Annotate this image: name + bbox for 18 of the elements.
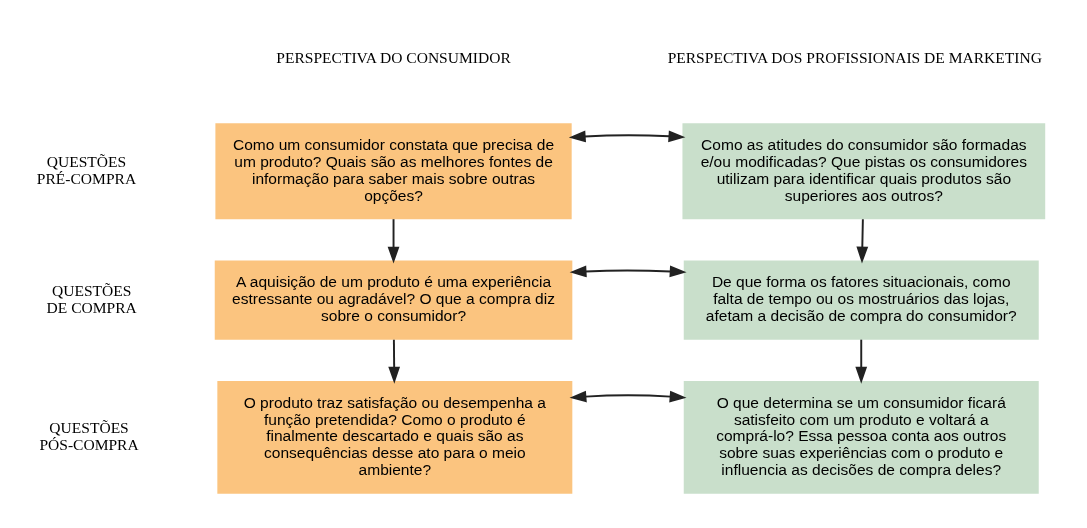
label: PERSPECTIVA DOS PROFISSIONAIS DE MARKETING [667, 48, 1042, 66]
arrow [569, 390, 687, 402]
node-box: A aquisição de um produto é uma experiência estressante ou agradável? O que a compra diz sobre o consumidor? [214, 260, 573, 340]
label: QUESTÕES PÓS-COMPRA [39, 418, 139, 453]
node-box: O produto traz satisfação ou desempenha a função pretendida? Como o produto é finalmente descartado e quais são as consequências desse ato para o meio ambiente? [217, 380, 573, 494]
label: QUESTÕES PRÉ-COMPRA [36, 152, 137, 187]
arrow [388, 338, 401, 384]
arrow [856, 217, 869, 264]
node-box: De que forma os fatores situacionais, como falta de tempo ou os mostruários das lojas, afetam a decisão de compra do consumidor? [683, 260, 1039, 340]
label: QUESTÕES DE COMPRA [46, 281, 137, 316]
arrow [387, 217, 400, 264]
arrow [568, 129, 686, 142]
node-box: O que determina se um consumidor ficará satisfeito com um produto e voltará a comprá-lo? Essa pessoa conta aos outros sobre suas experiências com o produto e influencia as decisões de compra deles? [683, 380, 1039, 494]
arrow [855, 338, 868, 384]
node-box: Como as atitudes do consumidor são formadas e/ou modificadas? Que pistas os consumidores utilizam para identificar quais produtos são superiores aos outros? [682, 122, 1046, 219]
node-box: Como um consumidor constata que precisa de um produto? Quais são as melhores fontes de informação para saber mais sobre outras opções? [215, 122, 572, 219]
arrow [569, 265, 687, 277]
label: PERSPECTIVA DO CONSUMIDOR [276, 48, 511, 66]
